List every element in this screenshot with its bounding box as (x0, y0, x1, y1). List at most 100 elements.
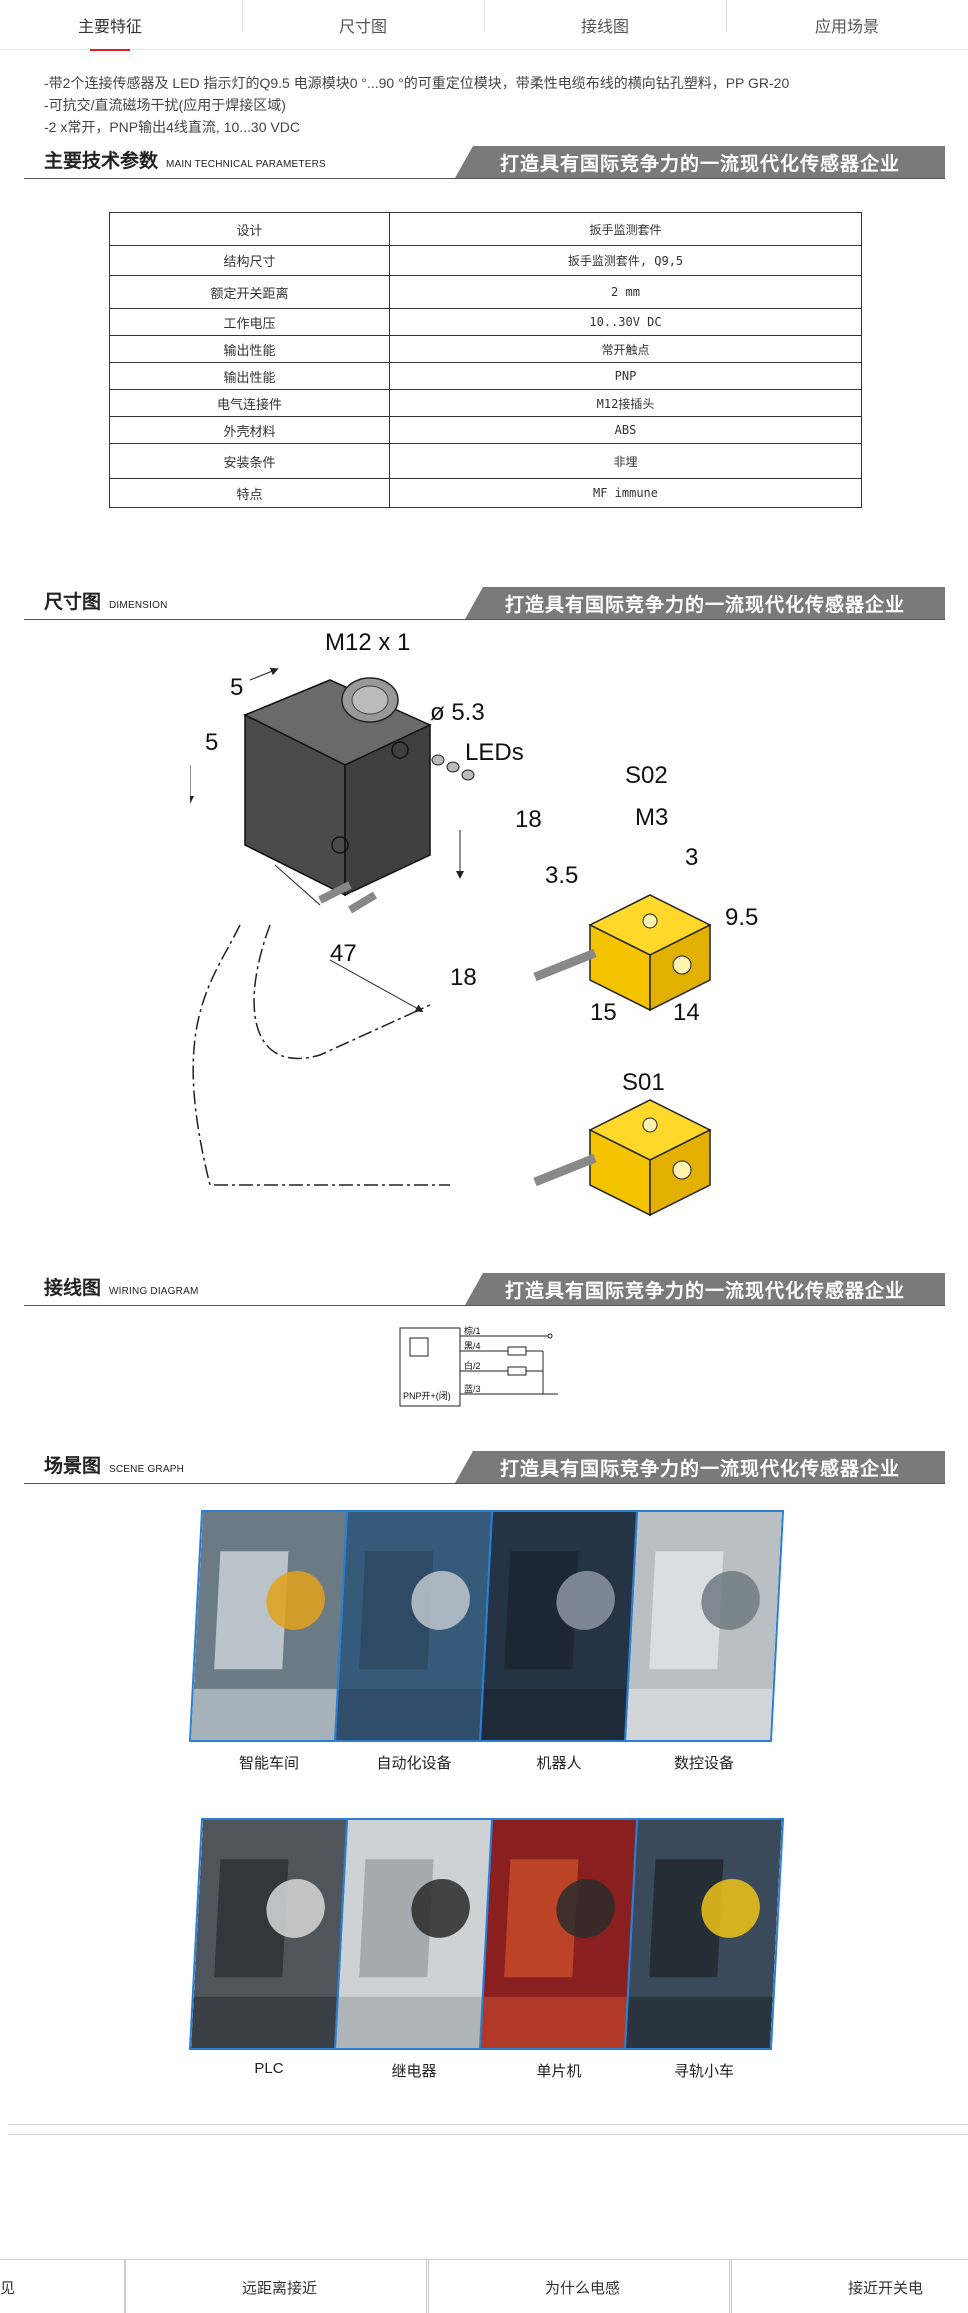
plc-image (188, 1818, 350, 2050)
humanoid-robot-image (478, 1510, 640, 1742)
cnc-machine-image (623, 1510, 785, 1742)
scene-label: 数控设备 (673, 1755, 734, 1772)
thumb-image (772, 2267, 832, 2307)
param-value: 10..30V DC (389, 308, 862, 336)
wire-label: 黑/4 (464, 1341, 481, 1351)
slogan-banner: 打造具有国际竞争力的一流现代化传感器企业 (455, 146, 945, 178)
param-key: 额定开关距离 (109, 275, 390, 309)
automation-equipment-image (333, 1510, 495, 1742)
line-tracking-car-image (623, 1818, 785, 2050)
label-dim: 14 (673, 999, 700, 1026)
param-row: 输出性能常开触点 (109, 335, 862, 363)
tab-main-features[interactable]: 主要特征 (0, 0, 242, 51)
scene-label: 自动化设备 (376, 1755, 452, 1772)
scene-item[interactable]: 智能车间 (188, 1510, 350, 1773)
tab-wiring[interactable]: 接线图 (484, 0, 726, 50)
divider (8, 2124, 968, 2125)
scene-label: 机器人 (536, 1755, 582, 1772)
tab-dimensions[interactable]: 尺寸图 (242, 0, 484, 50)
label-dim: 9.5 (725, 904, 758, 931)
label-dim: 5 (230, 674, 243, 701)
wire-label: 蓝/3 (464, 1383, 481, 1394)
param-value: 非埋 (389, 443, 862, 479)
scene-item[interactable]: 单片机 (478, 1818, 640, 2081)
param-value: PNP (389, 362, 862, 390)
param-row: 设计扳手监测套件 (109, 212, 862, 246)
scene-item[interactable]: 数控设备 (623, 1510, 785, 1773)
scene-label: 继电器 (391, 2063, 437, 2080)
slogan-banner: 打造具有国际竞争力的一流现代化传感器企业 (465, 587, 945, 619)
related-card[interactable]: 为什么电感 (428, 2260, 730, 2313)
label-dim: 18 (515, 806, 542, 833)
param-key: 外壳材料 (109, 416, 390, 444)
feature-item: -2 x常开，PNP输出4线直流, 10...30 VDC (44, 119, 300, 135)
divider (8, 2134, 968, 2135)
param-key: 安装条件 (109, 443, 390, 479)
slogan-banner: 打造具有国际竞争力的一流现代化传感器企业 (455, 1451, 945, 1483)
tab-bar: 主要特征 尺寸图 接线图 应用场景 (0, 0, 968, 51)
label-leds: LEDs (465, 739, 524, 766)
dimension-drawing: M12 x 1 5 5 ø 5.3 LEDs 18 47 18 S02 M3 3… (190, 629, 758, 1217)
sensor-s01 (533, 1099, 712, 1217)
wire-label: 棕/1 (464, 1326, 481, 1336)
wiring-diagram: 棕/1 黑/4 白/2 蓝/3 PNP开+(闭) (399, 1326, 558, 1407)
related-articles-strip: 见 远距离接近 为什么电感 接近开关电 (0, 2259, 968, 2313)
label-dim: 5 (205, 729, 218, 756)
label-s02: S02 (625, 762, 668, 789)
label-s01: S01 (622, 1069, 665, 1096)
scene-item[interactable]: 机器人 (478, 1510, 640, 1773)
param-key: 输出性能 (109, 335, 390, 363)
scene-label: PLC (254, 2060, 284, 2077)
param-value: 扳手监测套件, Q9,5 (389, 245, 862, 276)
label-dim: 3 (685, 844, 698, 871)
param-key: 特点 (109, 478, 390, 508)
param-value: ABS (389, 416, 862, 444)
param-value: M12接插头 (389, 389, 862, 417)
feature-list: -带2个连接传感器及 LED 指示灯的Q9.5 电源模块0 °...90 °的可… (44, 72, 789, 138)
scene-item[interactable]: 自动化设备 (333, 1510, 495, 1773)
param-key: 设计 (109, 212, 390, 246)
param-key: 工作电压 (109, 308, 390, 336)
param-value: 扳手监测套件 (389, 212, 862, 246)
param-row: 结构尺寸扳手监测套件, Q9,5 (109, 245, 862, 276)
factory-robot-image (188, 1510, 350, 1742)
scene-item[interactable]: 继电器 (333, 1818, 495, 2081)
related-card[interactable]: 接近开关电 (731, 2260, 968, 2313)
wire-label: 白/2 (464, 1360, 481, 1371)
label-dim: 47 (330, 940, 357, 967)
slogan-banner: 打造具有国际竞争力的一流现代化传感器企业 (465, 1273, 945, 1305)
param-key: 输出性能 (109, 362, 390, 390)
label-dia: ø 5.3 (430, 699, 485, 726)
wiring-type: PNP开+(闭) (403, 1390, 451, 1401)
related-card[interactable]: 远距离接近 (125, 2260, 427, 2313)
param-key: 电气连接件 (109, 389, 390, 417)
scene-label: 单片机 (536, 2063, 582, 2080)
label-dim: 18 (450, 964, 477, 991)
thumb-image (166, 2267, 226, 2307)
label-thread: M12 x 1 (325, 629, 410, 656)
param-value: MF immune (389, 478, 862, 508)
tab-application[interactable]: 应用场景 (726, 0, 968, 50)
related-card[interactable]: 见 (0, 2260, 125, 2313)
scene-item[interactable]: 寻轨小车 (623, 1818, 785, 2081)
label-dim: 15 (590, 999, 617, 1026)
param-row: 安装条件非埋 (109, 443, 862, 479)
param-value: 2 mm (389, 275, 862, 309)
thumb-image (469, 2267, 529, 2307)
label-dim: M3 (635, 804, 668, 831)
scene-item[interactable]: PLC (188, 1818, 350, 2077)
param-value: 常开触点 (389, 335, 862, 363)
relay-image (333, 1818, 495, 2050)
